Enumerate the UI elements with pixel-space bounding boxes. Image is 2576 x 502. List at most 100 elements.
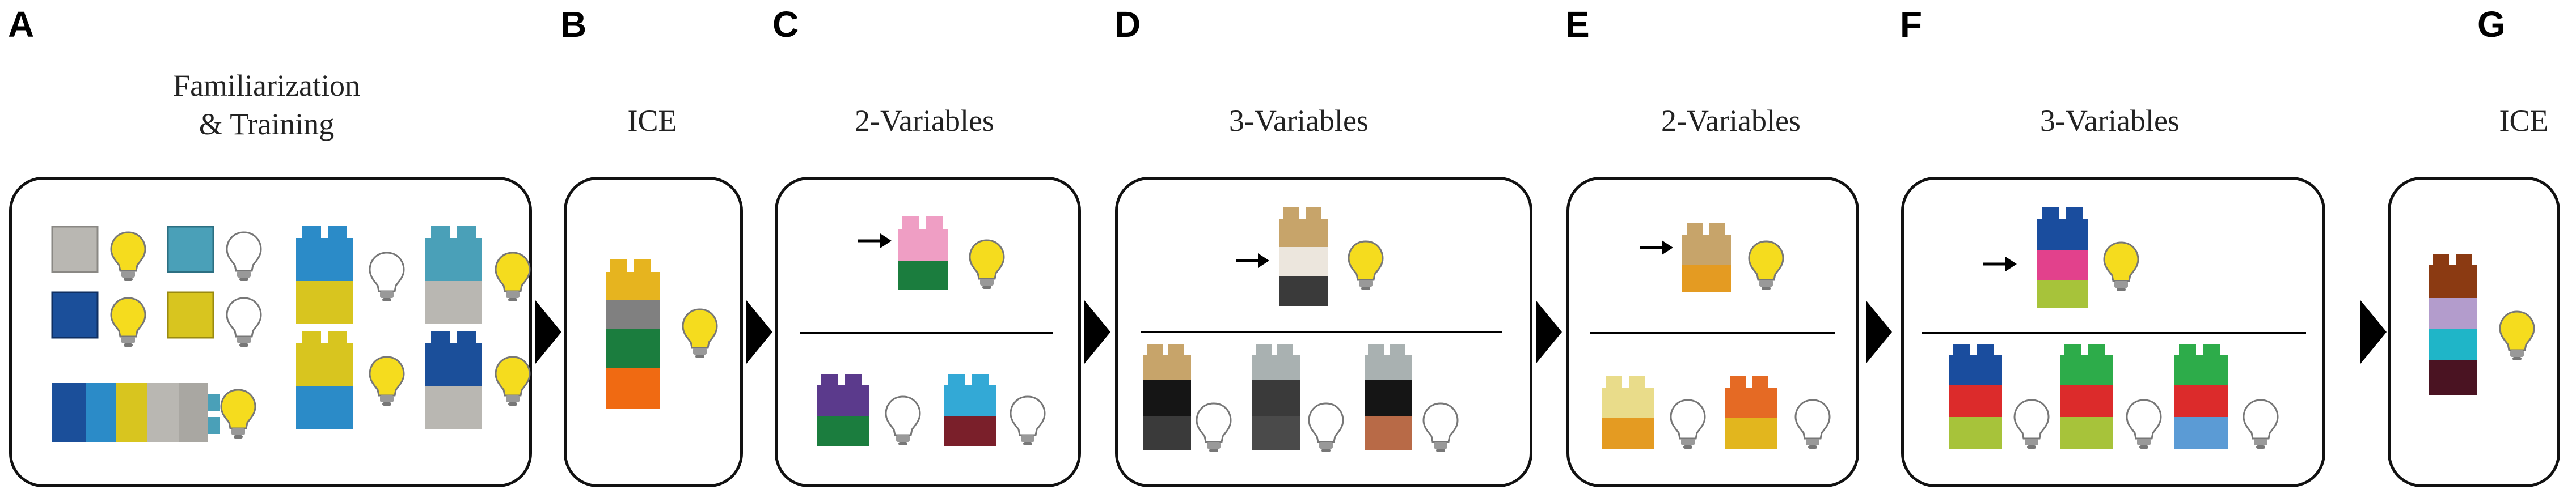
lightbulb-off-icon [369,252,405,303]
gray-block-stud [1390,344,1405,355]
teal-block-stud [431,226,450,238]
lime-block [1949,417,2002,449]
magenta-block [2037,250,2088,280]
lightbulb-on-icon [2499,310,2535,361]
green-block-stud [2203,344,2220,355]
navy-block-stud [1977,344,1994,355]
lightbulb-on-icon [110,231,146,282]
triangle-next-icon [1084,300,1110,364]
tan-block-stud [1306,207,1321,219]
green-block [817,416,869,446]
lime-block [2060,417,2113,449]
tan-block [1682,235,1731,265]
triangle-next-icon [746,300,772,364]
dark-gray-block [1143,416,1191,450]
triangle-next-icon [1866,300,1892,364]
black-block [1365,380,1412,416]
white-block [1279,247,1328,276]
lightbulb-off-icon [1670,399,1706,450]
maroon-block [2429,360,2477,395]
cream-block [1602,388,1654,418]
lightbulb-off-icon [226,297,262,348]
gray-block-stud [1368,344,1384,355]
purple-block-stud [821,374,838,385]
gray-block [179,383,208,442]
yellow-block-stud [634,259,651,272]
lightbulb-off-icon [1794,399,1831,450]
dark-blue-block-stud [457,331,476,343]
triangle-next-icon [1536,300,1562,364]
panel-d-letter: D [1114,4,1141,45]
yellow-block [606,272,660,300]
panel-f-title: 3-Variables [2040,104,2180,138]
panel-a-title-line2: & Training [199,107,335,141]
lightbulb-off-icon [1422,402,1459,453]
panel-g-content [2429,254,2535,395]
panel-g-letter: G [2477,4,2506,45]
panel-c-letter: C [772,4,799,45]
arrow-icon [1258,253,1269,268]
navy-block [2037,219,2088,250]
panel-b-letter: B [560,4,587,45]
purple-block-stud [845,374,862,385]
panel-a-letter: A [8,4,35,45]
panel-e-content [1590,223,1835,450]
blue-block [86,383,116,442]
panel-b-title: ICE [627,104,677,138]
tan-block [1143,355,1191,380]
lightbulb-off-icon [226,231,262,282]
tan-block [1279,219,1328,247]
green-block [898,261,948,290]
gray-block-stud [1277,344,1293,355]
red-block [2174,385,2228,417]
light-blue-block [2174,417,2228,449]
green-block-stud [2064,344,2081,355]
lightbulb-on-icon [969,239,1005,290]
panel-b-content [606,259,718,409]
tan-block-stud [1147,344,1163,355]
arrow-icon [1662,240,1673,255]
lightbulb-off-icon [1010,395,1046,446]
cream-block-stud [1606,376,1622,388]
blue-block [944,385,996,416]
pink-block [898,229,948,261]
brown-block-stud [2433,254,2449,265]
dark-blue-block [425,343,482,386]
brown-block-stud [2456,254,2472,265]
arrow-icon [2005,257,2017,271]
green-block [2060,355,2113,385]
panel-a-content [51,226,531,442]
lightbulb-off-icon [2243,399,2279,450]
dark-blue-block [52,383,86,442]
dark-gray-block [1279,276,1328,306]
lightbulb-on-icon [369,356,405,407]
orange-block [1725,388,1777,418]
red-block [1949,385,2002,417]
gray-block [606,300,660,329]
dark-blue-block [51,291,99,339]
blue-block [296,238,353,281]
tan-block-stud [1168,344,1184,355]
lavender-block [2429,298,2477,329]
orange-block-stud [1752,376,1768,388]
blue-block-stud [972,374,989,385]
gray-block [51,226,99,273]
gray-block-stud [1256,344,1272,355]
yellow-block-stud [610,259,627,272]
triangle-next-icon [535,300,561,364]
teal-block [167,226,214,273]
green-block [606,329,660,368]
yellow-block-stud [328,331,347,343]
lightbulb-on-icon [220,389,256,440]
navy-block-stud [2042,207,2059,219]
green-block [2174,355,2228,385]
gray-block [147,383,179,442]
panel-g-title: ICE [2499,104,2549,138]
panel-f-letter: F [1900,4,1923,45]
panel-a-title-line1: Familiarization [173,69,360,103]
green-block-stud [2179,344,2196,355]
yellow-block-stud [302,331,321,343]
blue-block-stud [328,226,347,238]
pink-block-stud [902,216,919,229]
